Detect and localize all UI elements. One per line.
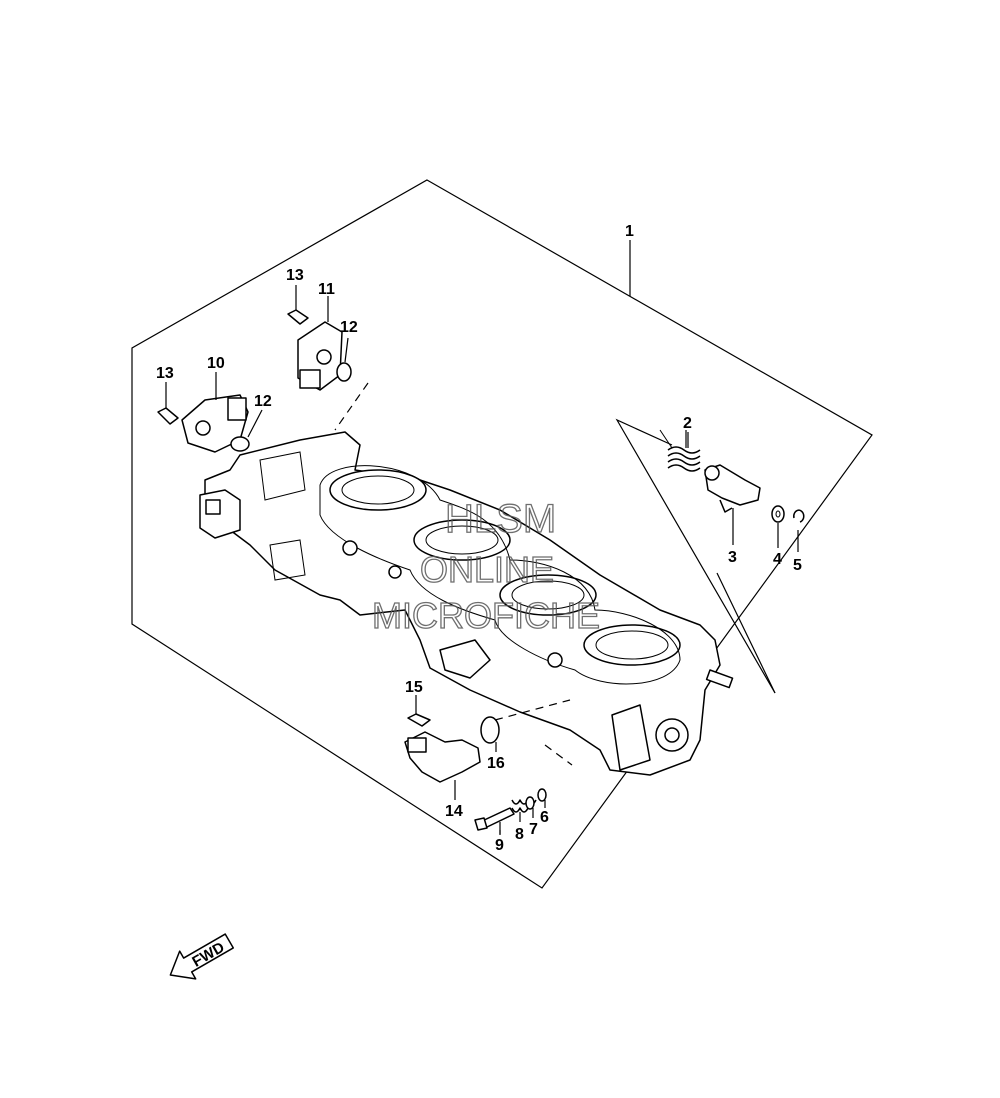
callout-14: 14 [445,803,463,820]
watermark-line1: HLSM [445,497,556,541]
part-12-orings [230,337,352,452]
part-3-lever [704,464,761,545]
assembly-frame [131,179,873,889]
dash-line-6 [544,744,573,766]
callout-6: 6 [540,809,549,826]
callout-13b: 13 [156,365,174,382]
part-16-oring [480,716,500,752]
callout-4: 4 [773,551,782,568]
part-2-spring [659,429,701,472]
callout-2: 2 [683,415,692,432]
part-15-bolt [407,695,431,727]
part-5-clip [793,509,805,552]
watermark: HLSM ONLINE MICROFICHE [371,496,600,636]
dash-line-11 [334,382,369,431]
subassembly-frame-bottom [716,572,776,694]
callout-5: 5 [793,557,802,574]
subassembly-frame [615,418,776,694]
part-14-sensor [404,731,481,800]
callout-8: 8 [515,826,524,843]
part-13-bolts [157,285,309,425]
callout-7: 7 [529,821,538,838]
callout-12a: 12 [340,319,358,336]
watermark-line2: ONLINE [420,549,554,590]
callout-10: 10 [207,355,225,372]
part-4-washer [771,505,785,548]
callout-16: 16 [487,755,505,772]
callout-12b: 12 [254,393,272,410]
fwd-arrow: FWD [169,933,234,980]
callout-11: 11 [318,281,335,298]
throttle-body [199,431,734,776]
callout-15: 15 [405,679,423,696]
part-11-sensor [297,296,343,391]
part-10-sensor [181,372,249,453]
callout-9: 9 [495,837,504,854]
watermark-line3: MICROFICHE [372,595,600,636]
callout-3: 3 [728,549,737,566]
callout-1: 1 [625,223,634,240]
callout-13a: 13 [286,267,304,284]
